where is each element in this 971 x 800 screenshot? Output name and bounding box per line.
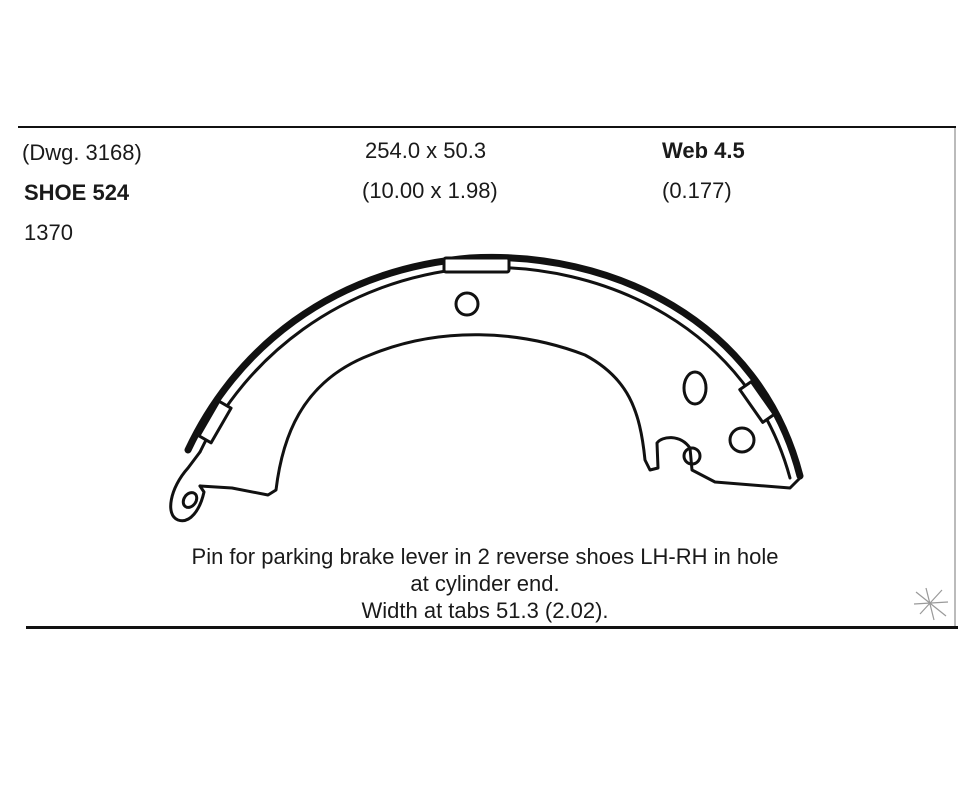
web-hole-top — [454, 291, 480, 317]
web-hole-right — [728, 426, 756, 454]
anchor-hole — [181, 491, 199, 509]
top-rule — [18, 126, 956, 128]
scan-mark — [913, 587, 949, 621]
drawing-reference: (Dwg. 3168) — [22, 140, 142, 165]
tab-top — [442, 256, 511, 274]
right-rule — [954, 128, 956, 626]
shoe-web-outline — [198, 333, 802, 497]
dimensions-mm: 254.0 x 50.3 — [365, 138, 487, 163]
note-line-1: Pin for parking brake lever in 2 reverse… — [191, 544, 779, 569]
tab-right — [738, 380, 776, 424]
bottom-rule — [26, 626, 958, 629]
shoe-lining — [184, 253, 804, 480]
dimensions-inches: (10.00 x 1.98) — [362, 178, 498, 203]
note-line-3: Width at tabs 51.3 (2.02). — [361, 598, 609, 623]
note-line-2: at cylinder end. — [410, 571, 560, 596]
web-thickness-mm: Web 4.5 — [662, 138, 745, 163]
web-slot — [682, 370, 708, 406]
anchor-end — [169, 450, 206, 523]
shoe-number: SHOE 524 — [24, 180, 130, 205]
shoe-rim — [198, 265, 792, 480]
tab-left — [197, 399, 233, 445]
web-thickness-inches: (0.177) — [662, 178, 732, 203]
part-code: 1370 — [24, 220, 73, 245]
parking-brake-pin-hole — [682, 446, 702, 466]
